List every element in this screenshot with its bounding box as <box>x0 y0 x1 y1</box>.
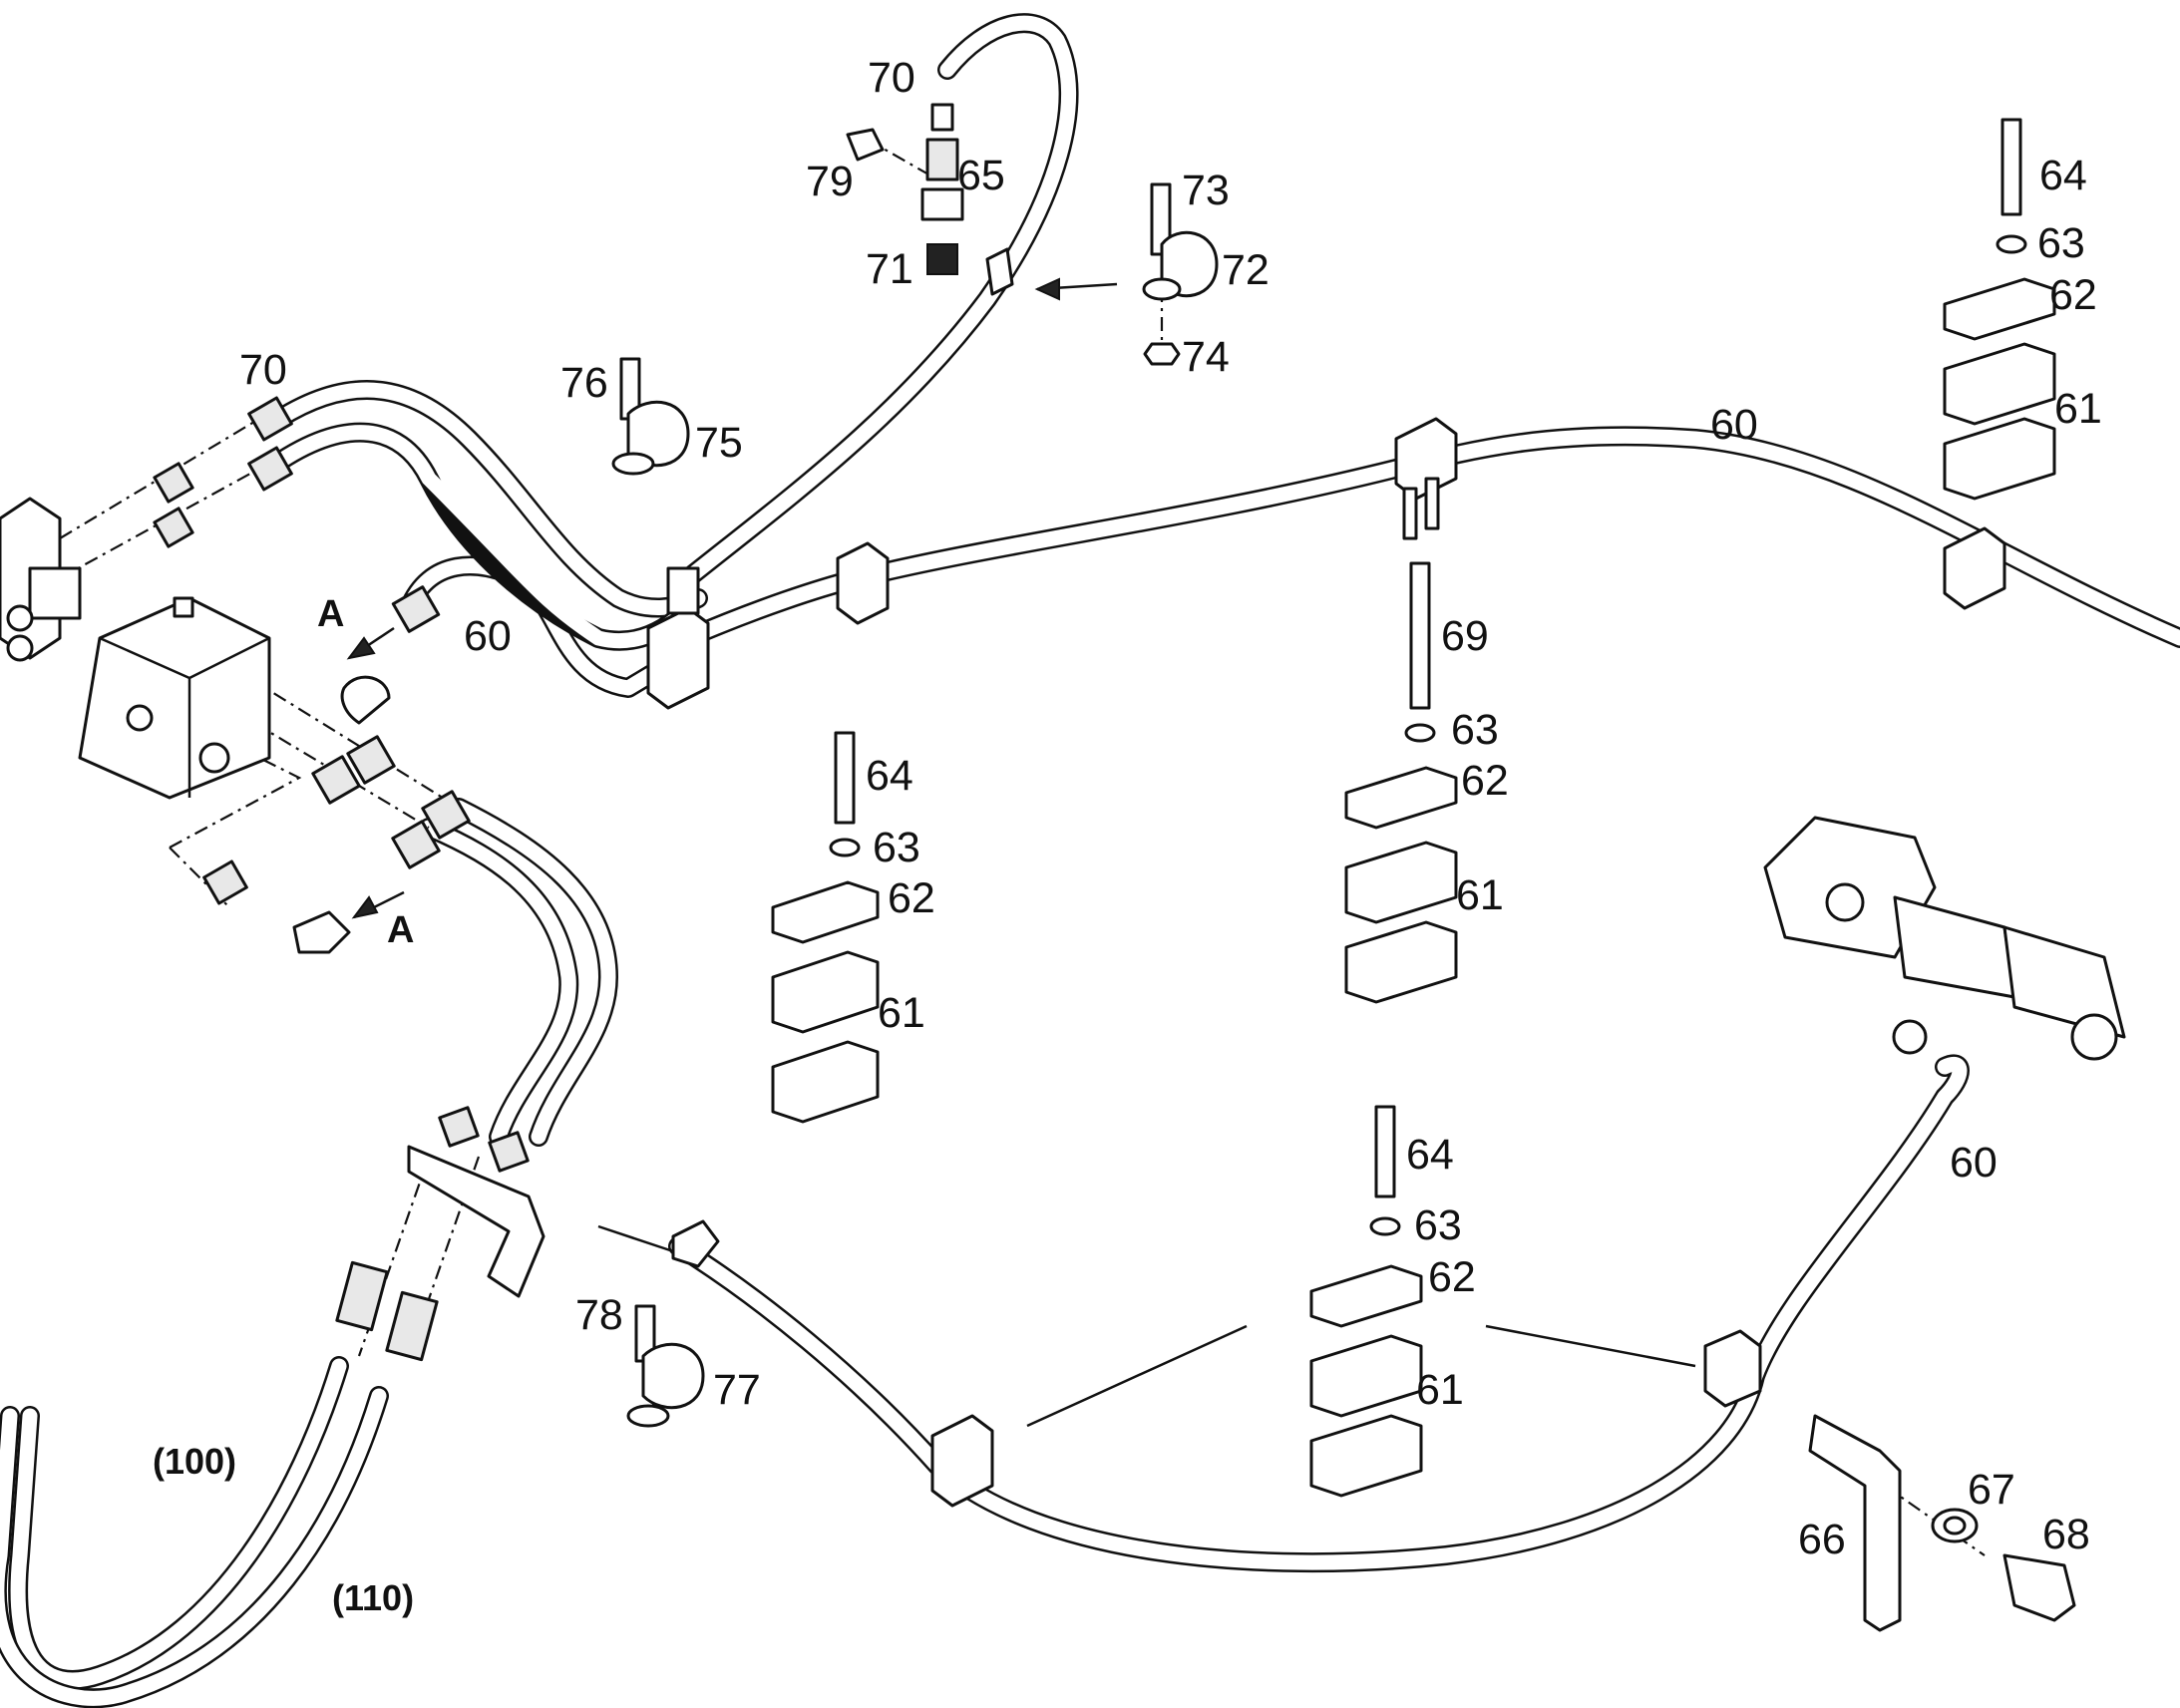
callout-76: 76 <box>560 359 608 407</box>
callout-64-d: 64 <box>2039 152 2087 199</box>
callout-79: 79 <box>806 158 854 205</box>
view-letter-a-lower: A <box>387 909 414 951</box>
clamp-stack-2 <box>1344 561 1458 1004</box>
hose-60-loop <box>399 555 688 698</box>
fittings-left <box>153 396 471 954</box>
assembly-lines <box>59 139 1986 1556</box>
callout-64-a: 64 <box>866 752 913 800</box>
callout-63-b: 63 <box>1451 706 1499 754</box>
callout-63-c: 63 <box>1414 1201 1462 1249</box>
clamp-stack-1 <box>771 731 880 1124</box>
callout-60-right: 60 <box>1950 1139 1998 1187</box>
callout-62-b: 62 <box>1461 757 1509 805</box>
callout-70-top: 70 <box>868 54 915 102</box>
bracket-left <box>335 1106 545 1362</box>
callout-labels: 70 65 79 71 73 72 74 76 75 70 60 A A 64 … <box>153 54 2102 1618</box>
p-clamp-77 <box>626 1304 705 1428</box>
group-label-100: (100) <box>153 1441 236 1482</box>
callout-68: 68 <box>2042 1511 2090 1558</box>
callout-72: 72 <box>1222 246 1270 294</box>
view-letter-a-upper: A <box>317 593 344 635</box>
callout-63-d: 63 <box>2037 219 2085 267</box>
callout-69: 69 <box>1441 612 1489 660</box>
group-label-110: (110) <box>332 1577 414 1618</box>
clamp-stack-3 <box>1309 1105 1423 1498</box>
clamp-stack-4 <box>1943 118 2056 501</box>
parts <box>0 103 2126 1632</box>
callout-66: 66 <box>1798 1516 1846 1563</box>
callout-61-d: 61 <box>2054 385 2102 433</box>
callout-61-c: 61 <box>1416 1366 1464 1414</box>
callout-62-d: 62 <box>2049 271 2097 319</box>
valve-block-left <box>0 497 82 662</box>
callout-73: 73 <box>1182 167 1230 214</box>
callout-62-a: 62 <box>888 874 935 922</box>
clamps-bottom <box>671 1219 1762 1508</box>
callout-65: 65 <box>957 152 1005 199</box>
callout-61-a: 61 <box>878 989 925 1037</box>
callout-60-left: 60 <box>464 612 512 660</box>
hoses <box>0 13 2180 1708</box>
callout-71: 71 <box>866 245 913 293</box>
callout-61-b: 61 <box>1456 871 1504 919</box>
callout-63-a: 63 <box>873 824 920 871</box>
clamps-top <box>646 417 2006 710</box>
callout-70-left: 70 <box>239 346 287 394</box>
callout-77: 77 <box>713 1366 761 1414</box>
view-arrows <box>346 626 405 919</box>
fittings-top <box>846 103 1014 296</box>
valve-block-center <box>78 596 271 800</box>
hydraulic-pump <box>1763 816 2126 1061</box>
p-clamp-75 <box>611 357 690 476</box>
callout-78: 78 <box>575 1291 623 1339</box>
callout-75: 75 <box>695 419 743 467</box>
hose-70-top <box>678 13 1079 588</box>
callout-67: 67 <box>1968 1466 2015 1514</box>
bracket-66 <box>1808 1414 2076 1632</box>
callout-64-c: 64 <box>1406 1131 1454 1179</box>
callout-74: 74 <box>1182 333 1230 381</box>
callout-60-top: 60 <box>1710 401 1758 449</box>
callout-62-c: 62 <box>1428 1253 1476 1301</box>
p-clamp-72 <box>1034 182 1219 366</box>
